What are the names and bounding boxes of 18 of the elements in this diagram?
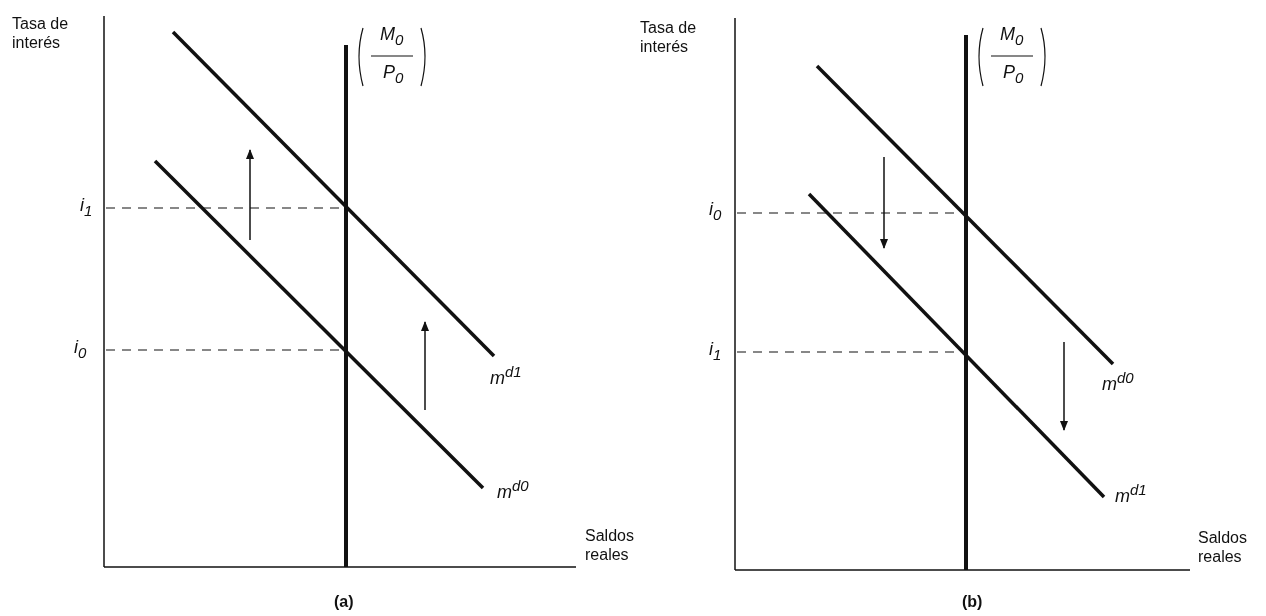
curve-label: m$^{d0}$ xyxy=(497,476,529,502)
curve-label: m$^{d1}$ xyxy=(1115,480,1147,506)
axis-tick-label: i$_{0}$ xyxy=(709,200,722,224)
axis-tick-label: i$_{1}$ xyxy=(709,340,722,364)
fraction-numerator: M$_{0}$ xyxy=(1000,25,1024,49)
curve-label: m$^{d1}$ xyxy=(490,362,522,388)
axis-title: Saldos reales xyxy=(585,526,635,564)
fraction-denominator: P$_{0}$ xyxy=(383,63,404,87)
axis-title: Tasa de interés xyxy=(640,18,698,56)
panel-label: (b) xyxy=(962,592,983,611)
curve-label: m$^{d0}$ xyxy=(1102,368,1134,394)
axis-tick-label: i$_{0}$ xyxy=(74,338,87,362)
fraction-denominator: P$_{0}$ xyxy=(1003,63,1024,87)
axis-title: Tasa de interés xyxy=(12,14,70,52)
axis-tick-label: i$_{1}$ xyxy=(80,196,93,220)
axis-title: Saldos reales xyxy=(1198,528,1248,566)
fraction-numerator: M$_{0}$ xyxy=(380,25,404,49)
panel-label: (a) xyxy=(334,592,354,611)
